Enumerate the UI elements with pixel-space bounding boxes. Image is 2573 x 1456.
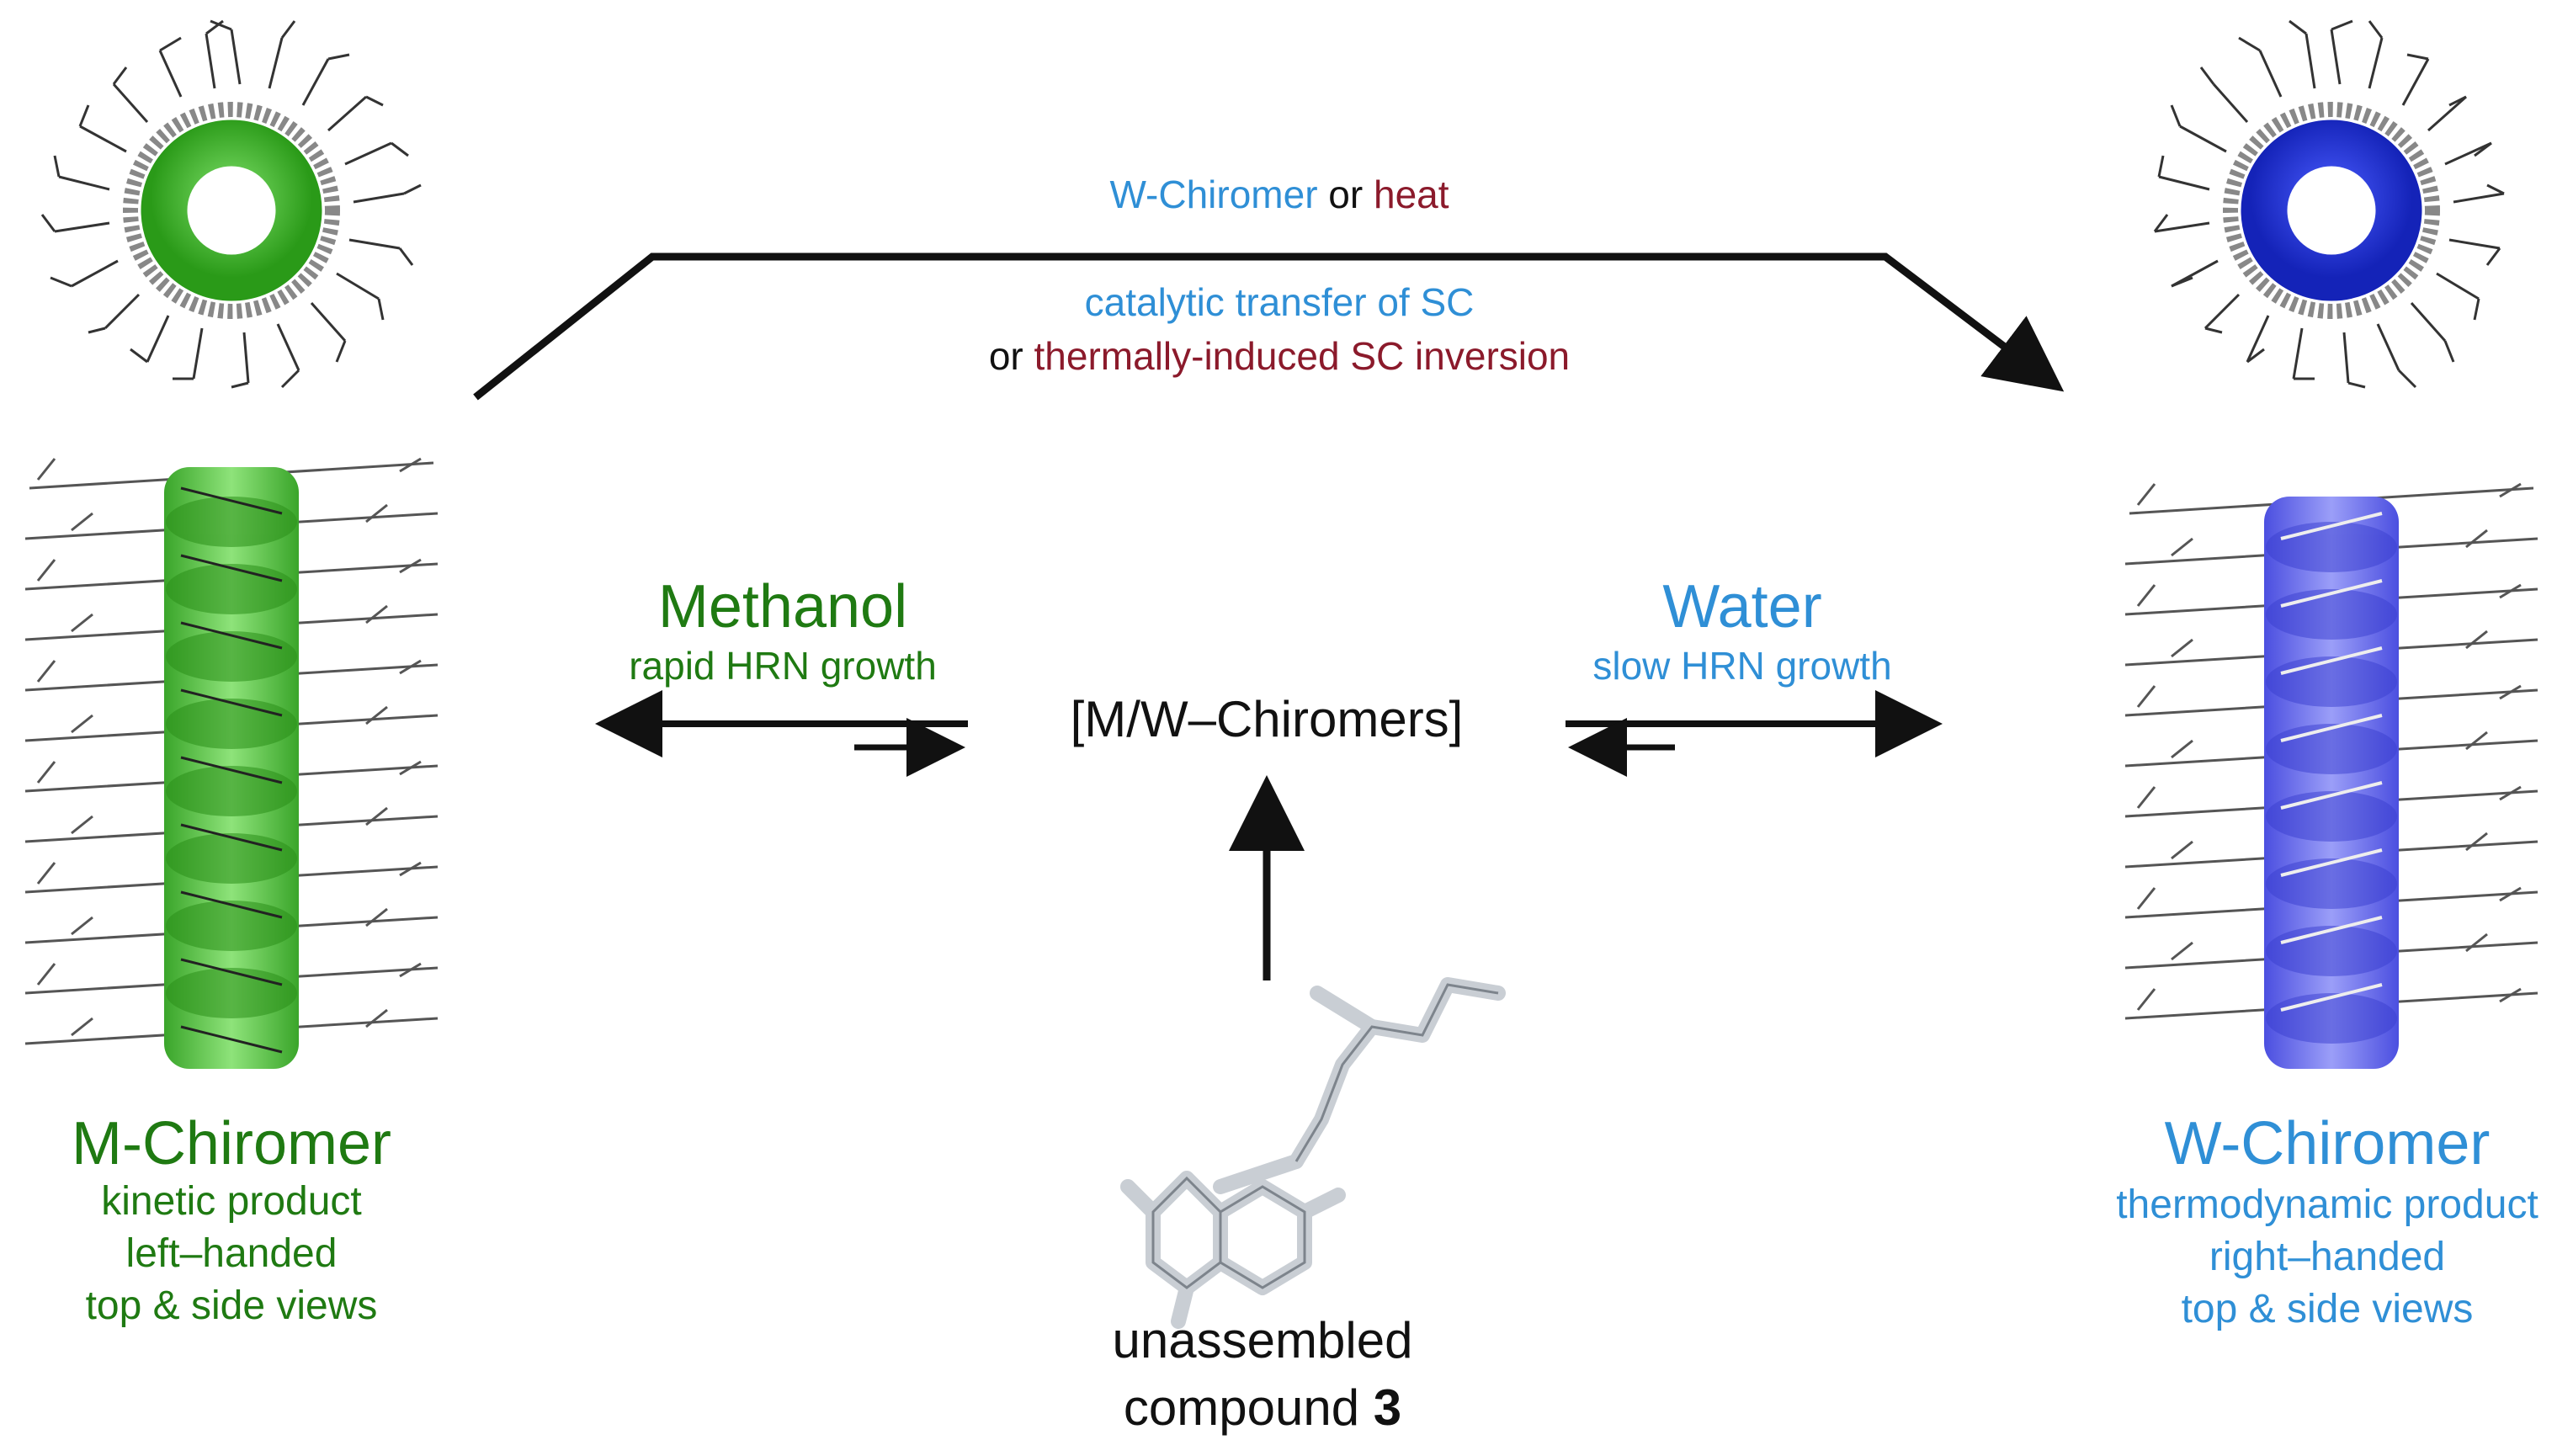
water-equilibrium-arrows — [1566, 690, 1943, 777]
methanol-label: Methanol — [657, 573, 908, 640]
methanol-equilibrium-arrows — [595, 690, 968, 777]
w-chiromer-top-view-image — [2153, 19, 2505, 389]
top-condition-label: W-Chiromer or heat — [943, 173, 1616, 217]
thermal-inversion-label: or thermally-induced SC inversion — [842, 334, 1717, 379]
w-chiromer-side-view-image — [2124, 482, 2538, 1069]
w-chiromer-desc-3: top & side views — [2181, 1287, 2474, 1331]
w-chiromer-title: W-Chiromer — [2164, 1110, 2491, 1177]
m-chiromer-top-view-image — [40, 19, 422, 389]
compound-3-molecule-outline — [1151, 983, 1499, 1289]
top-condition-or: or — [1317, 173, 1374, 216]
thermal-inversion-text: thermally-induced SC inversion — [1034, 334, 1571, 378]
compound-label-line1: unassembled — [1112, 1312, 1413, 1368]
water-label: Water — [1662, 573, 1822, 640]
m-chiromer-desc-1: kinetic product — [101, 1179, 362, 1224]
m-chiromer-side-view-image — [24, 457, 439, 1069]
top-condition-heat: heat — [1374, 173, 1449, 216]
chiromers-mixture-label: [M/W–Chiromers] — [1070, 691, 1464, 747]
m-chiromer-title: M-Chiromer — [71, 1110, 391, 1177]
thermal-inversion-or: or — [988, 334, 1034, 378]
compound-number: 3 — [1373, 1379, 1402, 1436]
catalytic-transfer-label: catalytic transfer of SC — [1084, 280, 1475, 324]
water-growth-label: slow HRN growth — [1592, 644, 1892, 688]
m-chiromer-desc-3: top & side views — [85, 1283, 378, 1328]
m-chiromer-desc-2: left–handed — [125, 1231, 338, 1276]
methanol-growth-label: rapid HRN growth — [629, 644, 937, 688]
top-reaction-arrow — [473, 252, 2065, 401]
compound-label-text: compound — [1123, 1379, 1374, 1436]
w-chiromer-desc-1: thermodynamic product — [2116, 1182, 2538, 1227]
top-condition-w-chiromer: W-Chiromer — [1109, 173, 1318, 216]
compound-3-molecule-image — [1120, 977, 1506, 1329]
w-chiromer-desc-2: right–handed — [2209, 1235, 2446, 1279]
compound-label-line2: compound 3 — [1010, 1379, 1515, 1437]
